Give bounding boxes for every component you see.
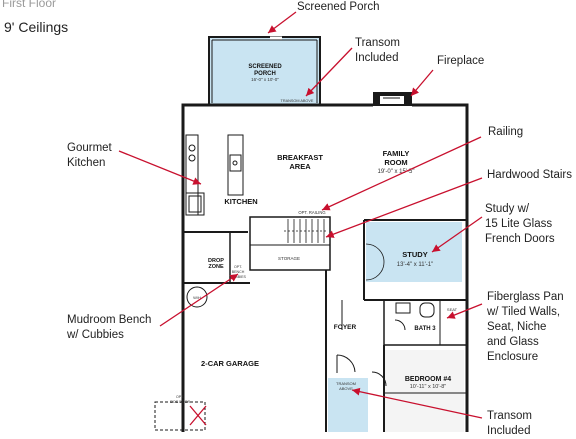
callout-screened-porch-text: Screened Porch	[297, 1, 380, 13]
callout-gourmet-kitchen-line2: Kitchen	[67, 157, 106, 169]
study-fill	[366, 222, 462, 282]
callout-arrows	[118, 11, 483, 426]
bedroom-4-label: BEDROOM #4	[405, 376, 451, 383]
arrow-study-doors	[431, 216, 483, 253]
arrow-mudroom	[159, 273, 239, 327]
callout-gourmet-kitchen-line1: Gourmet	[67, 142, 112, 154]
callout-transom-1: Transom Included	[355, 36, 400, 66]
foyer-label: FOYER	[334, 324, 357, 331]
callout-study-doors: Study w/ 15 Lite Glass French Doors	[485, 202, 555, 247]
garage-details	[154, 286, 435, 431]
transom-label-1: TRANSOM	[336, 381, 356, 386]
callout-fiberglass-pan-line2: w/ Tiled Walls,	[487, 306, 561, 318]
study-label: STUDY	[402, 250, 427, 259]
family-room-label-1: FAMILY	[383, 149, 410, 158]
opt-railing-label: OPT. RAILING	[298, 210, 325, 215]
transom-label-2: ABOVE	[339, 386, 353, 391]
opt-side-door-label-1: OPT.	[176, 395, 184, 399]
callout-transom-2-line1: Transom	[487, 410, 532, 422]
arrow-transom-1	[305, 47, 353, 97]
fireplace-symbol	[373, 92, 412, 106]
callout-hardwood-stairs: Hardwood Stairs	[487, 168, 572, 183]
exterior-walls	[181, 103, 469, 432]
arrow-screened-porch	[267, 11, 297, 34]
callout-study-doors-line2: 15 Lite Glass	[485, 218, 553, 230]
interior-walls	[183, 216, 467, 432]
callout-fiberglass-pan-line4: and Glass	[487, 336, 539, 348]
callout-study-doors-line3: French Doors	[485, 233, 555, 245]
study-dims: 13'-4" x 11'-1"	[397, 262, 433, 268]
screened-porch-fill	[209, 37, 320, 105]
callout-hardwood-stairs-text: Hardwood Stairs	[487, 169, 573, 181]
bath-3-label: BATH 3	[414, 326, 436, 332]
garage-label: 2-CAR GARAGE	[201, 359, 259, 368]
kitchen-label: KITCHEN	[224, 197, 257, 206]
callout-fireplace: Fireplace	[437, 54, 484, 69]
drop-zone-label-1: DROP	[208, 258, 224, 264]
callout-railing-text: Railing	[488, 126, 524, 138]
arrow-transom-2	[351, 387, 483, 419]
callout-screened-porch: Screened Porch	[297, 0, 379, 15]
stairs	[284, 219, 326, 243]
arrow-fiberglass-pan	[446, 303, 483, 319]
screened-porch-label-2: PORCH	[254, 71, 276, 77]
callout-mudroom-line1: Mudroom Bench	[67, 314, 152, 326]
callout-study-doors-line1: Study w/	[485, 203, 530, 215]
storage-label: STORAGE	[278, 256, 300, 261]
ceiling-note: 9' Ceilings	[4, 19, 69, 35]
study-french-doors	[365, 243, 385, 281]
foyer-entry-fill	[328, 378, 368, 432]
breakfast-area-label-1: BREAKFAST	[277, 153, 323, 162]
arrow-hardwood-stairs	[325, 177, 483, 238]
callout-fiberglass-pan-line1: Fiberglass Pan	[487, 291, 564, 303]
screened-porch-walls	[208, 36, 321, 105]
bench-label-3: CUBBIES	[230, 275, 246, 279]
callout-railing: Railing	[488, 125, 523, 140]
floor-title: First Floor	[2, 0, 56, 10]
seat-label: SEAT	[447, 307, 458, 312]
opt-side-door-label-2: SIDE DOOR	[170, 400, 191, 404]
family-room-dims: 19'-0" x 15'-5"	[378, 169, 415, 175]
arrow-side-door-x2	[189, 405, 207, 426]
callout-mudroom-line2: w/ Cubbies	[67, 329, 124, 341]
callout-transom-1-line1: Transom	[355, 37, 400, 49]
kitchen-cabinets	[185, 134, 244, 216]
callout-gourmet-kitchen: Gourmet Kitchen	[67, 141, 112, 171]
transom-above-porch-label: TRANSOM ABOVE	[281, 99, 314, 103]
arrow-fireplace	[410, 69, 434, 97]
callout-transom-2: Transom Included	[487, 409, 532, 439]
callout-mudroom: Mudroom Bench w/ Cubbies	[67, 313, 151, 343]
screened-porch-label-1: SCREENED	[248, 64, 282, 70]
screened-porch-dims: 16'-0" x 10'-0"	[251, 77, 279, 82]
callout-transom-1-line2: Included	[355, 52, 399, 64]
bedroom-fill	[384, 350, 464, 432]
bench-label-1: OPT.	[234, 265, 242, 269]
breakfast-area-label-2: AREA	[289, 162, 311, 171]
callout-fiberglass-pan: Fiberglass Pan w/ Tiled Walls, Seat, Nic…	[487, 290, 564, 365]
family-room-label-2: ROOM	[384, 158, 407, 167]
callout-fiberglass-pan-line5: Enclosure	[487, 351, 539, 363]
wh-label: W/H	[193, 295, 201, 300]
bedroom-4-dims: 10'-11" x 10'-8"	[410, 384, 447, 390]
arrow-railing	[321, 136, 482, 211]
drop-zone-label-2: ZONE	[208, 264, 224, 270]
arrow-gourmet-kitchen	[118, 150, 202, 185]
callout-fireplace-text: Fireplace	[437, 55, 485, 67]
bench-label-2: BENCH	[232, 270, 245, 274]
callout-fiberglass-pan-line3: Seat, Niche	[487, 321, 547, 333]
